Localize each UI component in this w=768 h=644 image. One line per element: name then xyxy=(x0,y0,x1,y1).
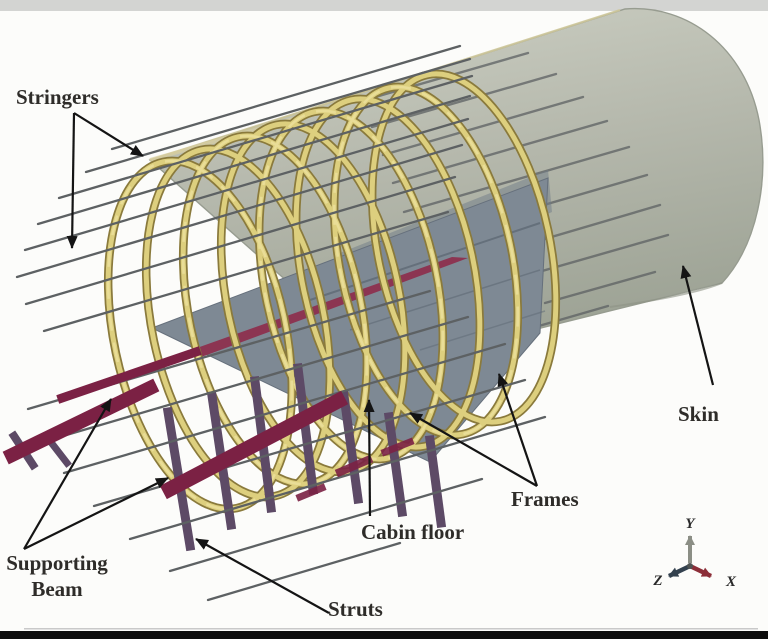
leader-lines xyxy=(23,112,715,614)
frame-ring-segment xyxy=(257,109,445,461)
skin-stringer-dash xyxy=(381,95,585,157)
skin-stringer-dash xyxy=(391,119,609,185)
supporting-beam xyxy=(56,346,202,404)
z-axis-label: Z xyxy=(652,573,662,589)
stringer-line xyxy=(62,342,507,475)
supporting-beam xyxy=(159,390,349,500)
frame-ring-segment xyxy=(332,85,520,437)
stringers-leader-2 xyxy=(73,112,144,157)
strut xyxy=(292,362,319,496)
stringers-upper-group xyxy=(15,44,474,333)
skin-stringer-dash xyxy=(543,270,657,305)
strut xyxy=(383,411,408,518)
stringers-leader-1 xyxy=(66,112,78,249)
skin-label: Skin xyxy=(678,402,719,426)
frame-ring-segments xyxy=(106,85,520,511)
stringer-line xyxy=(23,117,470,252)
cabin-floor-label: Cabin floor xyxy=(361,520,464,544)
y-axis-label: Y xyxy=(685,516,696,532)
skin-stringer-dash xyxy=(402,145,631,214)
strut xyxy=(424,434,447,529)
frame-ring xyxy=(293,96,483,450)
x-axis-label: X xyxy=(725,574,737,590)
bottom-hairline xyxy=(24,628,758,630)
supporting-beam-label-line2: Beam xyxy=(31,577,83,601)
stringer-line xyxy=(128,415,547,541)
struts-leader xyxy=(195,538,330,614)
supporting-beam-label-line1: Supporting xyxy=(6,551,108,575)
beam-fragment xyxy=(380,437,415,457)
supporting-beam xyxy=(2,378,160,465)
axis-triad: Y Z X xyxy=(652,516,737,590)
stringer-line xyxy=(42,210,450,333)
stringer-line xyxy=(110,44,462,151)
stringer-line xyxy=(84,57,472,174)
supporting-beam-leader-1 xyxy=(23,398,112,550)
frames-label: Frames xyxy=(511,487,579,511)
frames-leader-1 xyxy=(409,412,538,487)
frame-ring xyxy=(369,71,559,425)
labels-group: Stringers Skin Frames Cabin floor Suppor… xyxy=(6,85,719,621)
x-axis-arrow xyxy=(689,563,712,579)
bottom-crop-bar xyxy=(0,631,768,639)
frames-leader-2 xyxy=(497,373,539,487)
stringer-line xyxy=(168,477,484,573)
stringer-line xyxy=(15,143,464,279)
frame-ring-segment xyxy=(106,159,294,511)
axis-origin-joint xyxy=(687,563,693,569)
top-crop-bar xyxy=(0,0,768,11)
strut xyxy=(45,436,72,468)
stringer-line xyxy=(57,74,474,200)
floor-seam xyxy=(309,222,541,301)
stringer-line xyxy=(44,315,470,443)
supporting-beam-leader-2 xyxy=(23,477,169,550)
stringer-line xyxy=(206,541,402,602)
skin-leader xyxy=(680,265,715,386)
cabin-floor-leader xyxy=(363,399,375,517)
z-axis-arrow xyxy=(668,563,691,579)
supporting-beams-group xyxy=(2,346,415,502)
stringers-label: Stringers xyxy=(16,85,99,109)
frame-ring-segment xyxy=(181,134,369,486)
beam-fragment xyxy=(295,483,327,502)
strut xyxy=(338,390,364,505)
floor-seam xyxy=(349,269,541,331)
stringer-line xyxy=(24,175,457,306)
beam-fragment xyxy=(334,454,374,478)
struts-label: Struts xyxy=(328,597,383,621)
stringer-line xyxy=(36,94,472,226)
skin-crease-line xyxy=(609,282,723,308)
